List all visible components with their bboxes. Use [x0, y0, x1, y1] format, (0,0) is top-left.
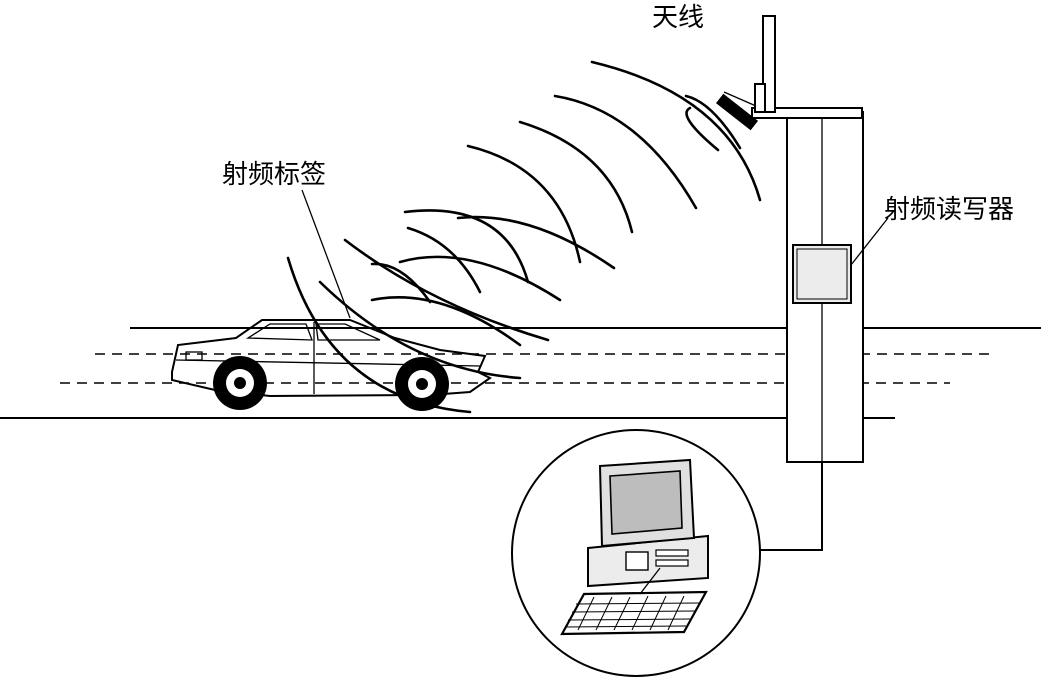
radio-waves	[286, 60, 762, 414]
rear-wheel	[395, 357, 449, 411]
tag-leader-line	[301, 189, 351, 319]
reader-cable	[760, 462, 823, 551]
rfid-reader-box	[792, 244, 852, 304]
computer-inset	[511, 429, 761, 677]
keyboard-cable	[639, 567, 661, 595]
car-headlight	[185, 351, 203, 361]
pole-cap	[751, 107, 863, 119]
reader-leader-line	[850, 217, 889, 266]
monitor-screen	[609, 470, 683, 535]
car	[171, 319, 492, 411]
car-window-rear	[315, 323, 381, 341]
rfid-reader-label: 射频读写器	[884, 195, 1014, 225]
car-window-front	[245, 323, 313, 341]
antenna-panel	[715, 93, 759, 131]
keyboard	[560, 590, 708, 636]
antenna-label: 天线	[652, 3, 704, 33]
rfid-tag-label: 射频标签	[222, 160, 326, 190]
road	[0, 327, 1041, 419]
reader-pole	[715, 15, 864, 463]
front-wheel	[213, 356, 267, 410]
